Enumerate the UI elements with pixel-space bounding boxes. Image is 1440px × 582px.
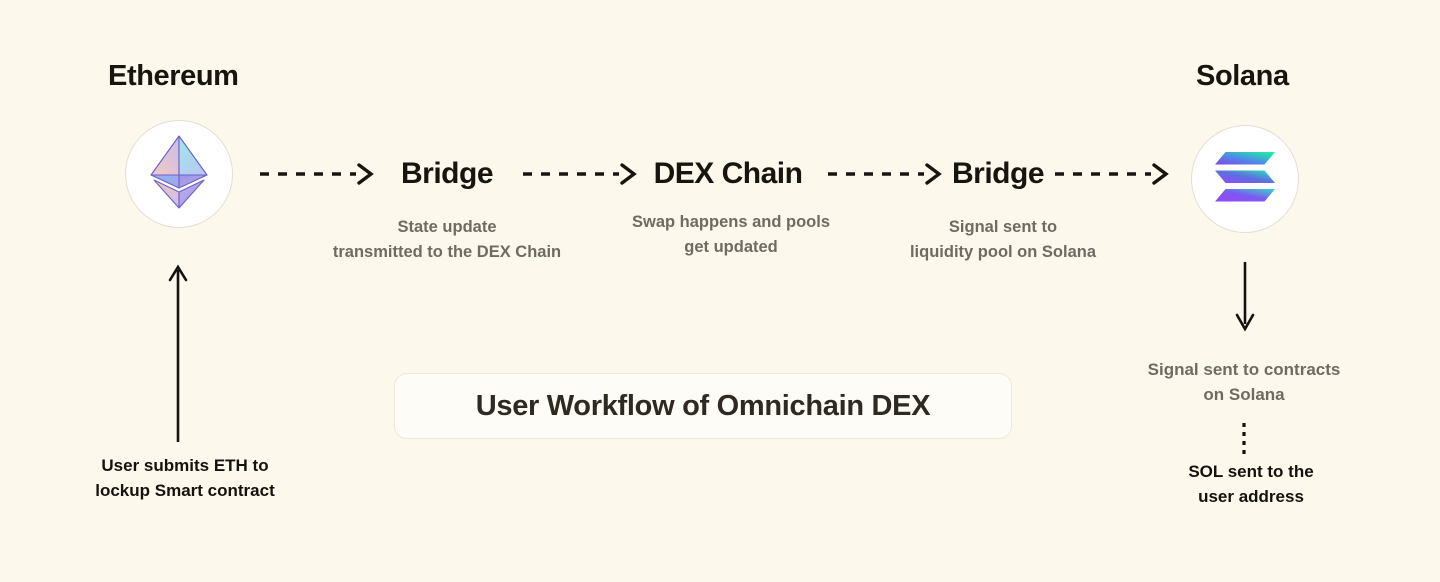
- chain-title-solana: Solana: [1196, 60, 1289, 92]
- flow-node-bridge-1[interactable]: Bridge: [400, 157, 494, 190]
- flow-node-bridge-2[interactable]: Bridge: [951, 157, 1045, 190]
- arrow-solana-to-contracts: [1233, 262, 1257, 339]
- arrow-dexchain-to-bridge2: [826, 161, 944, 187]
- workflow-title-text: User Workflow of Omnichain DEX: [475, 389, 931, 422]
- flow-caption-bridge-1: State update transmitted to the DEX Chai…: [332, 218, 562, 261]
- arrow-user-to-ethereum: [166, 262, 190, 449]
- solana-logo-icon: [1213, 151, 1277, 208]
- ethereum-logo-circle: [125, 120, 233, 228]
- flow-node-dex-chain[interactable]: DEX Chain: [653, 157, 803, 190]
- arrow-eth-to-bridge1: [258, 161, 376, 187]
- note-sol-sent-to-user: SOL sent to the user address: [1188, 462, 1314, 506]
- workflow-title-card: User Workflow of Omnichain DEX: [394, 373, 1012, 439]
- ethereum-logo-icon: [150, 134, 208, 214]
- dotted-connector-solana: [1239, 421, 1249, 464]
- flow-caption-bridge-2: Signal sent to liquidity pool on Solana: [909, 218, 1097, 261]
- solana-logo-circle: [1191, 125, 1299, 233]
- note-user-submits-eth: User submits ETH to lockup Smart contrac…: [95, 456, 275, 500]
- arrow-bridge1-to-dexchain: [521, 161, 639, 187]
- chain-title-ethereum: Ethereum: [108, 60, 239, 92]
- arrow-bridge2-to-solana: [1053, 161, 1171, 187]
- flow-caption-dex-chain: Swap happens and pools get updated: [631, 213, 831, 256]
- note-signal-sent-to-contracts: Signal sent to contracts on Solana: [1147, 360, 1341, 404]
